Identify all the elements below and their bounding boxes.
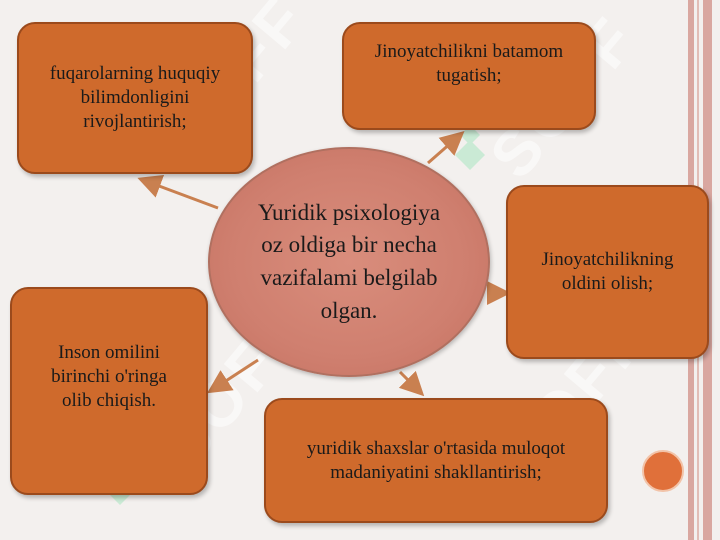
- arrow-to-left: [206, 358, 259, 394]
- task-box-left: Inson omilini birinchi o'ringa olib chiq…: [10, 287, 208, 495]
- arrow-to-top-right: [427, 131, 465, 165]
- arrow-to-bottom: [398, 370, 425, 397]
- center-topic: Yuridik psixologiya oz oldiga bir necha …: [208, 147, 490, 377]
- task-text: Inson omilini birinchi o'ringa olib chiq…: [51, 342, 167, 411]
- task-text: fuqarolarning huquqiy bilimdonligini riv…: [49, 63, 221, 132]
- task-box-bottom: yuridik shaxslar o'rtasida muloqot madan…: [264, 398, 608, 523]
- task-box-right: Jinoyatchilikning oldini olish;: [506, 185, 709, 359]
- decorative-circle: [642, 450, 684, 492]
- task-text: Jinoyatchilikni batamom tugatish;: [374, 41, 564, 86]
- task-text: yuridik shaxslar o'rtasida muloqot madan…: [306, 437, 566, 483]
- center-text: Yuridik psixologiya oz oldiga bir necha …: [257, 199, 441, 323]
- task-box-top-left: fuqarolarning huquqiy bilimdonligini riv…: [17, 22, 253, 174]
- task-box-top-right: Jinoyatchilikni batamom tugatish;: [342, 22, 596, 130]
- arrow-to-top-left: [137, 175, 219, 210]
- task-text: Jinoyatchilikning oldini olish;: [541, 249, 674, 294]
